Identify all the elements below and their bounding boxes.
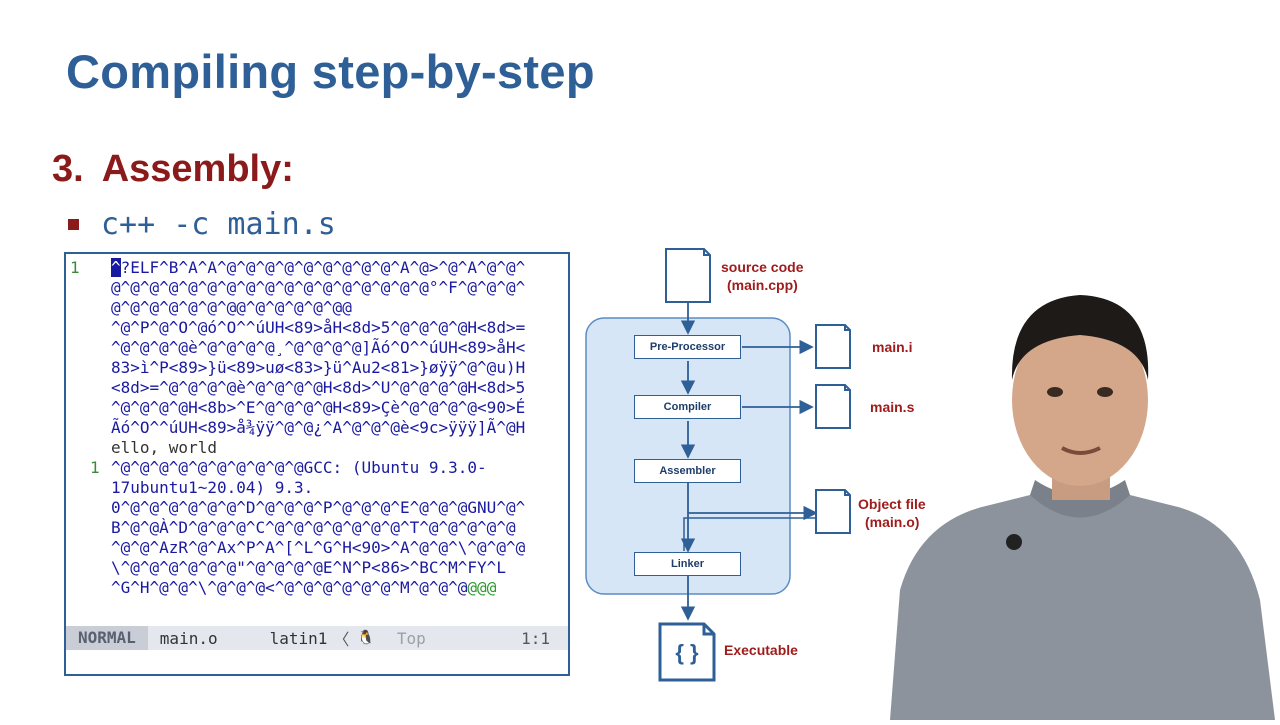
object-file-icon — [815, 489, 851, 534]
line-content: @^@^@^@^@^@^@@^@^@^@^@^@@ — [111, 298, 352, 317]
line-content: @^@^@^@^@^@^@^@^@^@^@^@^@^@^@^@^@°^F^@^@… — [111, 278, 526, 297]
text-cursor: ^ — [111, 258, 121, 277]
executable-file-icon: { } — [658, 622, 716, 682]
bullet-square-icon — [68, 219, 79, 230]
source-file-icon — [665, 248, 711, 303]
line-content: ?ELF^B^A^A^@^@^@^@^@^@^@^@^@^A^@>^@^A^@^… — [120, 258, 526, 277]
line-content: 0^@^@^@^@^@^@^D^@^@^@^P^@^@^@^E^@^@^@GNU… — [111, 498, 526, 517]
vim-statusbar: NORMAL main.o latin1 〈 🐧 Top 1:1 — [66, 626, 568, 650]
source-label-1: source code — [721, 259, 804, 275]
line-content: <8d>=^@^@^@^@è^@^@^@^@H<8d>^U^@^@^@^@H<8… — [111, 378, 526, 397]
terminal-line: ^@^P^@^O^@ó^O^^úUH<89>åH<8d>5^@^@^@^@H<8… — [66, 318, 568, 338]
line-text: ^@^@^AzR^@^Ax^P^A^[^L^G^H<90>^A^@^@^\^@^… — [111, 538, 525, 558]
compilation-diagram: { } Pre-Processor Compiler Assembler Lin… — [580, 240, 926, 690]
line-text: ^@^@^@^@H<8b>^E^@^@^@^@H<89>Çè^@^@^@^@<9… — [111, 398, 525, 418]
stage-preprocessor: Pre-Processor — [634, 335, 741, 359]
terminal-line: 17ubuntu1~20.04) 9.3. — [66, 478, 568, 498]
terminal-line: 83>ì^P<89>}ü<89>uø<83>}ü^Au2<81>}øÿÿ^@^@… — [66, 358, 568, 378]
vim-mode: NORMAL — [66, 626, 148, 650]
main-i-label: main.i — [872, 339, 913, 355]
terminal-line: @^@^@^@^@^@^@@^@^@^@^@^@@ — [66, 298, 568, 318]
terminal-line: B^@^@À^D^@^@^@^C^@^@^@^@^@^@^@^T^@^@^@^@… — [66, 518, 568, 538]
stage-compiler: Compiler — [634, 395, 741, 419]
vim-separator: 〈 — [333, 630, 350, 649]
vim-line-col: 1:1 — [521, 628, 550, 648]
line-content: ello, world — [111, 438, 217, 457]
line-text: ello, world — [111, 438, 217, 458]
line-text: 17ubuntu1~20.04) 9.3. — [111, 478, 313, 498]
line-number: 1 — [90, 458, 100, 477]
line-content: ^@^P^@^O^@ó^O^^úUH<89>åH<8d>5^@^@^@^@H<8… — [111, 318, 526, 337]
terminal-line: ^@^@^@^@è^@^@^@^@¸^@^@^@^@]Ãó^O^^úUH<89>… — [66, 338, 568, 358]
line-content: ^G^H^@^@^\^@^@^@<^@^@^@^@^@^@^M^@^@^@ — [111, 578, 468, 597]
command-bullet: c++ -c main.s — [68, 207, 336, 242]
presenter-photo — [880, 280, 1280, 720]
line-text: @^@^@^@^@^@^@@^@^@^@^@^@@ — [111, 298, 352, 318]
slide-title: Compiling step-by-step — [66, 45, 595, 98]
line-content: 83>ì^P<89>}ü<89>uø<83>}ü^Au2<81>}øÿÿ^@^@… — [111, 358, 526, 377]
line-text: B^@^@À^D^@^@^@^C^@^@^@^@^@^@^@^T^@^@^@^@… — [111, 518, 516, 538]
line-text: \^@^@^@^@^@^@"^@^@^@^@E^N^P<86>^BC^M^FY^… — [111, 558, 506, 578]
linux-icon: 🐧 — [357, 630, 375, 646]
terminal-line: <8d>=^@^@^@^@è^@^@^@^@H<8d>^U^@^@^@^@H<8… — [66, 378, 568, 398]
line-text: ^@^@^@^@^@^@^@^@^@^@GCC: (Ubuntu 9.3.0- — [111, 458, 487, 478]
main-i-file-icon — [815, 324, 851, 369]
command-text: c++ -c main.s — [101, 207, 336, 242]
line-text: Ãó^O^^úUH<89>å¾ÿÿ^@^@¿^A^@^@^@è<9c>ÿÿÿ]Ã… — [111, 418, 525, 438]
object-file-label-2: (main.o) — [865, 514, 920, 530]
stage-assembler: Assembler — [634, 459, 741, 483]
line-content: ^@^@^@^@H<8b>^E^@^@^@^@H<89>Çè^@^@^@^@<9… — [111, 398, 526, 417]
line-content: \^@^@^@^@^@^@"^@^@^@^@E^N^P<86>^BC^M^FY^… — [111, 558, 506, 577]
stage-linker: Linker — [634, 552, 741, 576]
line-trail: @@@ — [467, 578, 497, 597]
line-text: ^G^H^@^@^\^@^@^@<^@^@^@^@^@^@^M^@^@^@@@@ — [111, 578, 496, 598]
line-number: 1 — [70, 258, 80, 277]
vim-position: Top — [396, 628, 426, 648]
executable-icon-text: { } — [675, 640, 699, 665]
main-s-label: main.s — [870, 399, 915, 415]
source-label-2: (main.cpp) — [727, 277, 798, 293]
terminal-line: 1 ^@^@^@^@^@^@^@^@^@^@GCC: (Ubuntu 9.3.0- — [66, 458, 568, 478]
presenter-graphic — [890, 295, 1275, 720]
main-s-file-icon — [815, 384, 851, 429]
line-text: ^@^P^@^O^@ó^O^^úUH<89>åH<8d>5^@^@^@^@H<8… — [111, 318, 525, 338]
line-text: @^@^@^@^@^@^@^@^@^@^@^@^@^@^@^@^@°^F^@^@… — [111, 278, 525, 298]
terminal-line: \^@^@^@^@^@^@"^@^@^@^@E^N^P<86>^BC^M^FY^… — [66, 558, 568, 578]
line-text: 0^@^@^@^@^@^@^D^@^@^@^P^@^@^@^E^@^@^@GNU… — [111, 498, 525, 518]
line-content: Ãó^O^^úUH<89>å¾ÿÿ^@^@¿^A^@^@^@è<9c>ÿÿÿ]Ã… — [111, 418, 526, 437]
terminal-line: ^@^@^AzR^@^Ax^P^A^[^L^G^H<90>^A^@^@^\^@^… — [66, 538, 568, 558]
section-heading: 3. Assembly: — [52, 148, 294, 191]
line-content: 17ubuntu1~20.04) 9.3. — [111, 478, 314, 497]
line-text: ^?ELF^B^A^A^@^@^@^@^@^@^@^@^@^A^@>^@^A^@… — [111, 258, 525, 278]
terminal-line: ^@^@^@^@H<8b>^E^@^@^@^@H<89>Çè^@^@^@^@<9… — [66, 398, 568, 418]
terminal-line: ^G^H^@^@^\^@^@^@<^@^@^@^@^@^@^M^@^@^@@@@ — [66, 578, 568, 598]
terminal-buffer: 1 ^?ELF^B^A^A^@^@^@^@^@^@^@^@^@^A^@>^@^A^… — [66, 258, 568, 598]
line-content: ^@^@^@^@^@^@^@^@^@^@GCC: (Ubuntu 9.3.0- — [111, 458, 487, 477]
line-content: ^@^@^@^@è^@^@^@^@¸^@^@^@^@]Ãó^O^^úUH<89>… — [111, 338, 526, 357]
diagram-graphics: { } — [585, 248, 851, 682]
section-title: Assembly: — [101, 148, 294, 190]
line-text: <8d>=^@^@^@^@è^@^@^@^@H<8d>^U^@^@^@^@H<8… — [111, 378, 525, 398]
executable-label: Executable — [724, 642, 798, 658]
terminal-line: @^@^@^@^@^@^@^@^@^@^@^@^@^@^@^@^@°^F^@^@… — [66, 278, 568, 298]
line-text: 83>ì^P<89>}ü<89>uø<83>}ü^Au2<81>}øÿÿ^@^@… — [111, 358, 525, 378]
line-content: B^@^@À^D^@^@^@^C^@^@^@^@^@^@^@^T^@^@^@^@… — [111, 518, 516, 537]
line-content: ^@^@^AzR^@^Ax^P^A^[^L^G^H<90>^A^@^@^\^@^… — [111, 538, 526, 557]
terminal-line: 1 ^?ELF^B^A^A^@^@^@^@^@^@^@^@^@^A^@>^@^A^… — [66, 258, 568, 278]
vim-encoding: latin1 — [269, 628, 328, 648]
object-file-label-1: Object file — [858, 496, 926, 512]
terminal-line: ello, world — [66, 438, 568, 458]
terminal-line: Ãó^O^^úUH<89>å¾ÿÿ^@^@¿^A^@^@^@è<9c>ÿÿÿ]Ã… — [66, 418, 568, 438]
vim-filename: main.o — [159, 628, 218, 648]
terminal-line: 0^@^@^@^@^@^@^D^@^@^@^P^@^@^@^E^@^@^@GNU… — [66, 498, 568, 518]
vim-terminal[interactable]: 1 ^?ELF^B^A^A^@^@^@^@^@^@^@^@^@^A^@>^@^A^… — [64, 252, 570, 676]
section-number: 3. — [52, 148, 84, 190]
line-text: ^@^@^@^@è^@^@^@^@¸^@^@^@^@]Ãó^O^^úUH<89>… — [111, 338, 525, 358]
